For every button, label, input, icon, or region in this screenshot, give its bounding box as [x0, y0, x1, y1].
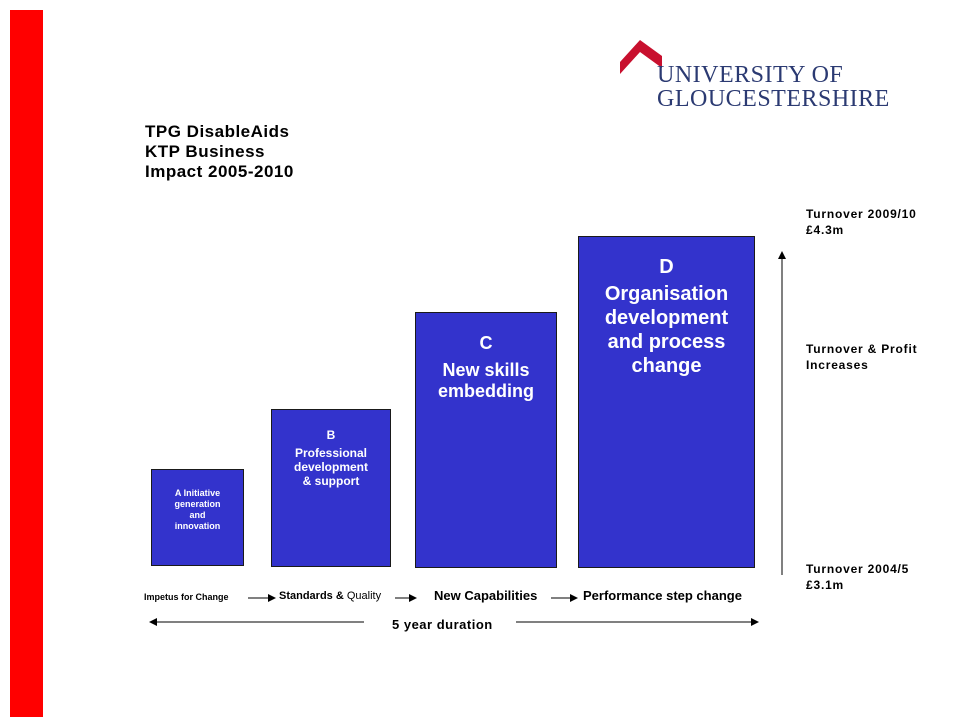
box-a-line: A Initiative	[174, 488, 221, 498]
box-c-line: embedding	[437, 381, 534, 401]
box-d-organisation-development: D Organisation development and process c…	[578, 236, 755, 568]
box-b-professional-development: B Professional development & support	[271, 409, 391, 567]
turnover-bottom-line-1: Turnover 2004/5	[806, 562, 910, 576]
turnover-2009-label: Turnover 2009/10 £4.3m	[806, 206, 917, 238]
turnover-top-line-2: £4.3m	[806, 223, 845, 237]
box-c-new-skills: C New skills embedding	[415, 312, 557, 568]
box-b-line: development	[293, 460, 368, 474]
box-d-line: development	[604, 307, 729, 329]
logo-line-2: GLOUCESTERSHIRE	[657, 86, 890, 112]
turnover-top-line-1: Turnover 2009/10	[806, 207, 917, 221]
box-c-line: New skills	[442, 360, 530, 380]
stage-capabilities-label: New Capabilities	[434, 588, 538, 603]
logo-line-1: UNIVERSITY OF	[657, 62, 844, 88]
box-b-line: B	[326, 428, 336, 442]
stage-standards-normal: Quality	[346, 590, 382, 602]
stage-impetus-label: Impetus for Change	[144, 592, 229, 602]
box-a-line: and	[189, 510, 206, 520]
box-a-line: innovation	[174, 521, 221, 531]
stage-standards-bold: Standards &	[279, 590, 344, 602]
title-line-2: KTP Business	[145, 142, 266, 161]
slide-title: TPG DisableAids KTP Business Impact 2005…	[145, 122, 294, 182]
stage-standards-label: Standards & Quality	[279, 590, 381, 602]
turnover-mid-line-2: Increases	[806, 358, 869, 372]
turnover-2004-label: Turnover 2004/5 £3.1m	[806, 561, 909, 593]
turnover-mid-line-1: Turnover & Profit	[806, 342, 918, 356]
box-b-line: Professional	[294, 446, 368, 460]
box-b-line: & support	[302, 474, 360, 488]
box-c-line: C	[479, 333, 493, 353]
turnover-bottom-line-2: £3.1m	[806, 578, 845, 592]
box-d-line: D	[659, 256, 674, 278]
title-line-1: TPG DisableAids	[145, 122, 290, 141]
title-line-3: Impact 2005-2010	[145, 162, 294, 181]
stage-performance-label: Performance step change	[583, 588, 742, 603]
box-a-line: generation	[174, 499, 221, 509]
box-d-line: change	[631, 355, 702, 377]
left-red-bar	[10, 10, 43, 717]
box-d-line: and process	[607, 331, 726, 353]
box-a-initiative: A Initiative generation and innovation	[151, 469, 244, 566]
turnover-increase-label: Turnover & Profit Increases	[806, 341, 917, 373]
duration-label: 5 year duration	[392, 617, 493, 632]
box-d-line: Organisation	[604, 283, 729, 305]
university-logo: UNIVERSITY OF GLOUCESTERSHIRE	[657, 63, 890, 111]
university-logo-chevron-icon	[620, 40, 662, 74]
